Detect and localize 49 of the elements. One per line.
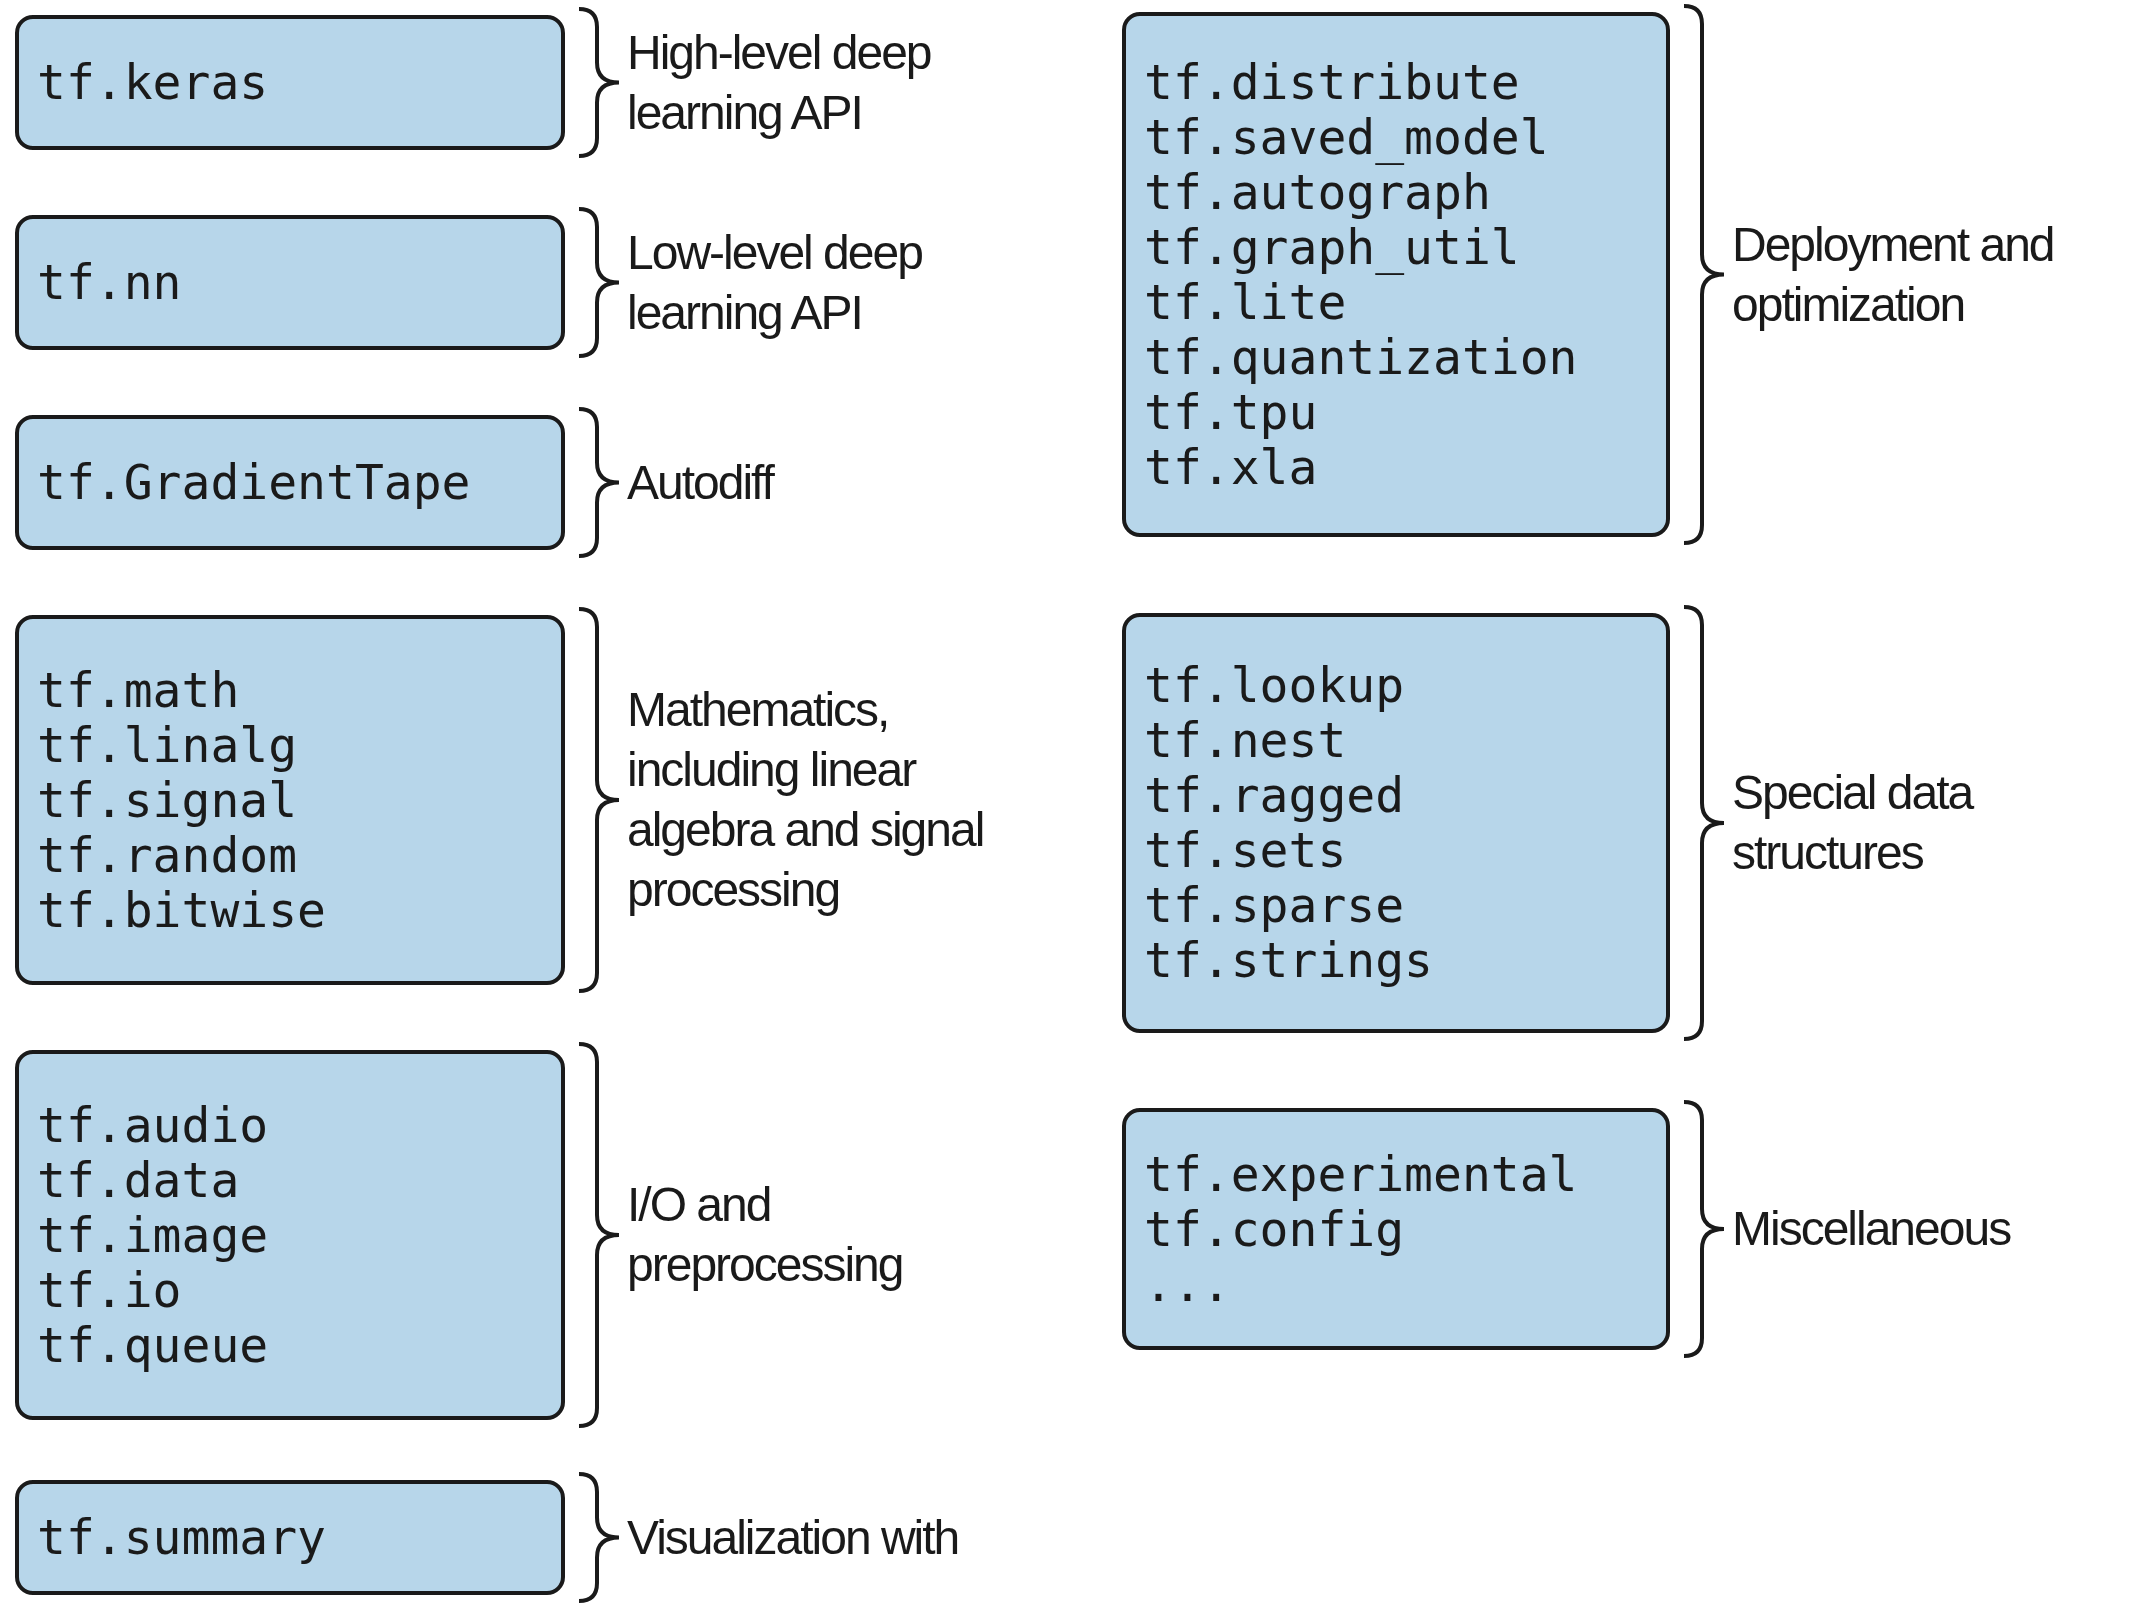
module-name: tf.strings	[1144, 933, 1433, 988]
group-description: High-level deep learning API	[627, 24, 932, 141]
module-box	[15, 15, 565, 150]
group-description: Special data structures	[1732, 765, 1974, 881]
module-box	[15, 615, 565, 985]
module-name: tf.autograph	[1144, 164, 1491, 220]
module-name: tf.audio	[37, 1097, 269, 1153]
module-name: tf.bitwise	[37, 882, 326, 938]
module-name: tf.experimental	[1144, 1146, 1578, 1202]
module-box	[1122, 613, 1670, 1033]
module-name: tf.linalg	[37, 717, 298, 773]
module-box	[15, 215, 565, 350]
module-name: tf.sets	[1144, 823, 1347, 878]
group-description: Deployment and optimization	[1732, 216, 2055, 333]
group-description: Mathematics, including linear algebra and signal processing	[627, 682, 985, 918]
module-box	[15, 1050, 565, 1420]
module-name: tf.quantization	[1144, 329, 1578, 385]
module-name: tf.tpu	[1144, 384, 1318, 440]
group-description: I/O and preprocessing	[627, 1177, 904, 1293]
module-box	[15, 415, 565, 550]
module-name: tf.ragged	[1144, 768, 1405, 823]
module-name: tf.lookup	[1144, 658, 1405, 713]
module-name: tf.nest	[1144, 713, 1347, 768]
module-name: tf.xla	[1144, 439, 1318, 495]
module-name: tf.keras	[37, 55, 269, 110]
group-description: Autodiff	[627, 454, 775, 511]
module-box	[1122, 1108, 1670, 1350]
module-box	[1122, 12, 1670, 537]
group-description: Visualization with	[627, 1509, 960, 1566]
module-name: tf.math	[37, 662, 240, 718]
module-name: tf.summary	[37, 1510, 326, 1565]
module-name: tf.nn	[37, 255, 182, 310]
module-name: tf.image	[37, 1207, 269, 1263]
module-name: ...	[1144, 1256, 1231, 1312]
module-name: tf.random	[37, 827, 298, 883]
module-name: tf.sparse	[1144, 878, 1405, 933]
module-name: tf.lite	[1144, 274, 1347, 330]
group-description: Miscellaneous	[1732, 1201, 2012, 1257]
group-description: Low-level deep learning API	[627, 224, 923, 341]
module-name: tf.queue	[37, 1317, 269, 1373]
module-name: tf.distribute	[1144, 54, 1520, 110]
module-name: tf.io	[37, 1262, 182, 1318]
module-name: tf.saved_model	[1144, 109, 1549, 165]
module-box	[15, 1480, 565, 1595]
module-name: tf.config	[1144, 1201, 1405, 1257]
module-name: tf.signal	[37, 772, 298, 828]
module-name: tf.graph_util	[1144, 219, 1520, 275]
module-name: tf.GradientTape	[37, 455, 471, 510]
module-name: tf.data	[37, 1152, 240, 1208]
